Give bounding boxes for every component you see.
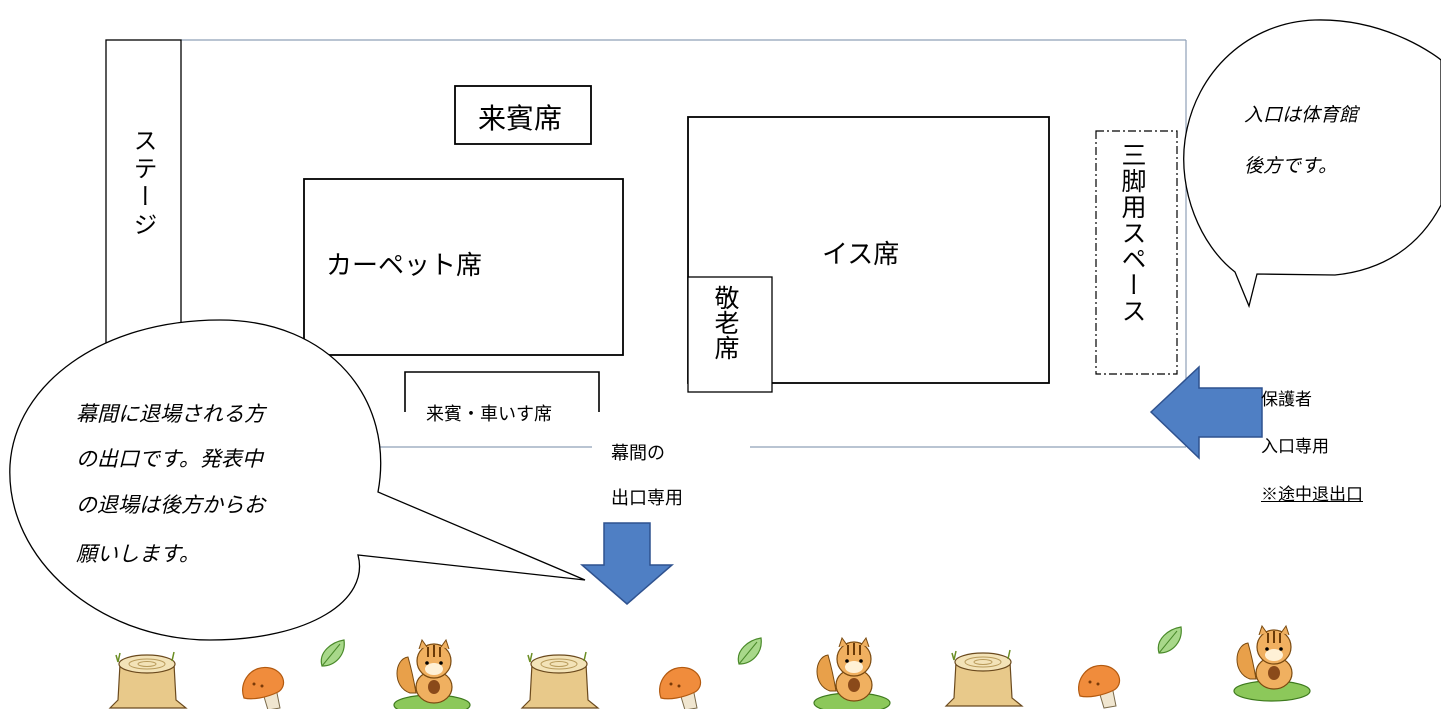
elderly-seats-label: 敬老席 xyxy=(711,285,740,360)
stage-box xyxy=(105,39,182,379)
squirrel-icon xyxy=(1233,624,1311,702)
parent-entrance-line1: 保護者 xyxy=(1261,390,1312,410)
bubble-entrance-line1: 入口は体育館 xyxy=(1244,104,1359,126)
bubble-exit-line1: 幕間に退場される方 xyxy=(76,402,265,426)
guest-seats-box xyxy=(454,85,592,145)
bubble-exit-line4: 願いします。 xyxy=(76,542,200,566)
guest-wheelchair-label: 来賓・車いす席 xyxy=(426,404,552,425)
mushroom-icon xyxy=(242,666,285,709)
carpet-seats-label: カーペット席 xyxy=(326,251,483,281)
exit-speech-bubble xyxy=(9,319,586,641)
bubble-exit-line3: の退場は後方からお xyxy=(76,493,265,517)
tripod-space-label: 三脚用スペース xyxy=(1118,142,1147,324)
entrance-arrow-icon xyxy=(1149,365,1263,460)
squirrel-icon xyxy=(813,636,891,709)
carpet-seats-box xyxy=(303,178,624,356)
leaf-icon xyxy=(320,639,345,667)
tripod-space-box xyxy=(1095,130,1178,375)
bubble-exit-line2: の出口です。発表中 xyxy=(76,447,263,471)
elderly-seats-box xyxy=(687,276,773,393)
guest-wheelchair-box xyxy=(404,371,600,412)
mushroom-icon xyxy=(659,666,702,709)
guest-seats-label: 来賓席 xyxy=(478,102,563,135)
bubble-entrance-line2: 後方です。 xyxy=(1244,155,1338,177)
mushroom-icon xyxy=(1078,664,1121,709)
squirrel-icon xyxy=(393,638,471,709)
leaf-icon xyxy=(737,637,762,665)
parent-entrance-line2: 入口専用 xyxy=(1261,437,1329,457)
chair-seats-label-text: イス席 xyxy=(822,240,900,270)
decoration-row xyxy=(108,624,1311,709)
stump-icon xyxy=(108,651,188,709)
exit-arrow-icon xyxy=(579,522,675,605)
parent-entrance-line3: ※途中退出口 xyxy=(1261,485,1363,505)
stage-label: ステージ xyxy=(129,128,157,240)
leaf-icon xyxy=(1157,626,1182,654)
intermission-exit-line2: 出口専用 xyxy=(611,488,683,509)
intermission-exit-line1: 幕間の xyxy=(611,443,665,464)
entrance-speech-bubble xyxy=(1183,19,1441,309)
stump-icon xyxy=(944,649,1024,707)
stump-icon xyxy=(520,651,600,709)
